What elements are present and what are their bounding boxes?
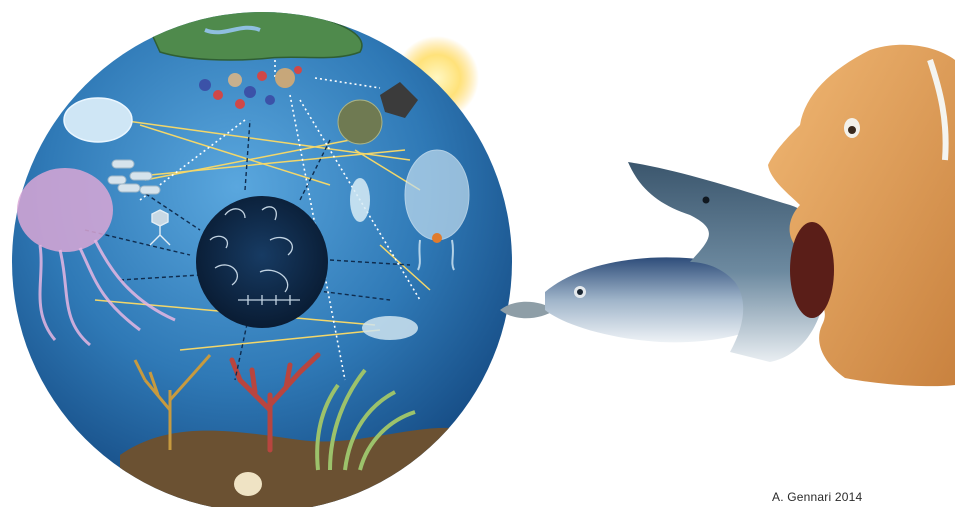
shell-icon <box>234 472 262 496</box>
coccolithophore-icon <box>338 100 382 144</box>
seafloor-shape <box>120 428 470 507</box>
fish-larva-icon <box>362 316 418 340</box>
open-mouth <box>790 222 834 318</box>
island-shape <box>150 6 362 60</box>
copepod-icon <box>350 178 370 222</box>
jellyfish-icon <box>17 168 113 252</box>
artist-credit: A. Gennari 2014 <box>772 490 862 504</box>
protozoan-icon <box>64 98 132 142</box>
ctenophore-icon <box>405 150 469 240</box>
detritus-center-disc <box>196 196 328 328</box>
